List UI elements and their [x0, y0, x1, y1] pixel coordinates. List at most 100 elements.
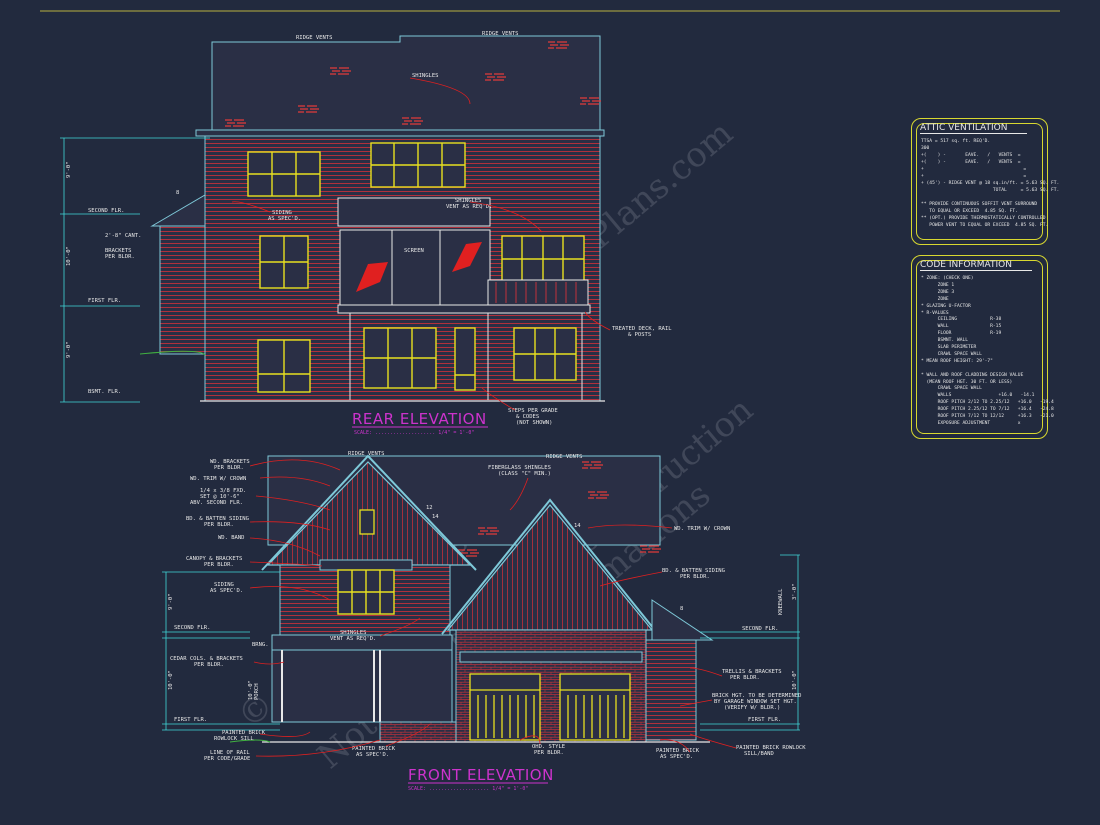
code-line: * WALL AND ROOF CLADDING DESIGN VALUE [921, 372, 1024, 378]
front-painted-brick-label: PAINTED BRICK [222, 730, 266, 736]
front-elevation-title: FRONT ELEVATION [408, 766, 554, 784]
code-line: WALLS +16.0 -14.1 [921, 393, 1035, 399]
svg-text:VENT AS REQ'D.: VENT AS REQ'D. [330, 636, 376, 642]
rear-elevation-scale: SCALE: .................... 1/4" = 1'-0" [354, 430, 474, 436]
svg-text:PER BLDR.: PER BLDR. [214, 465, 244, 471]
code-line: ROOF PITCH 2.25/12 TO 7/12 +16.4 -24.8 [921, 407, 1054, 413]
front-pitch-b: 14 [432, 514, 439, 520]
rear-screen-porch [339, 229, 491, 306]
code-line: CRAWL SPACE WALL [921, 351, 982, 357]
rear-bsmt-flr-label: BSMT. FLR. [88, 389, 121, 395]
front-fxd-label: 1/4 x 3/8 FXD. [200, 488, 246, 494]
code-line: ROOF PITCH 2/12 TO 2.25/12 +16.0 -19.4 [921, 400, 1054, 406]
rear-elevation-title: REAR ELEVATION [352, 410, 487, 428]
rear-deck-rail [487, 279, 589, 306]
rear-brackets-label: BRACKETS [105, 248, 132, 254]
front-brng-label: BRNG. [252, 642, 269, 648]
rear-elevation: 9'-0" 10'-0" 9'-0" SECOND FLR. FIRST FLR… [60, 31, 672, 436]
code-line: CRAWL SPACE WALL [921, 386, 982, 392]
svg-text:& CODES: & CODES [516, 414, 539, 420]
rear-ridge-vents-label: RIDGE VENTS [296, 35, 332, 41]
svg-text:PER BLDR.: PER BLDR. [204, 522, 234, 528]
front-ohd-label: OHD. STYLE [532, 744, 565, 750]
svg-text:SILL/BAND: SILL/BAND [744, 751, 774, 757]
front-line-rail-label: LINE OF RAIL [210, 750, 250, 756]
attic-ventilation-title: ATTIC VENTILATION [920, 123, 1028, 134]
front-pitch-c: 8 [680, 606, 683, 612]
attic-line: TOTAL = 5.63 SQ. FT. [921, 188, 1060, 193]
code-line: CEILING R-38 [921, 317, 1002, 323]
svg-text:AS SPEC'D.: AS SPEC'D. [210, 588, 243, 594]
front-second-flr-label: SECOND FLR. [174, 625, 210, 631]
code-line: (MEAN ROOF HGT. 30 FT. OR LESS) [921, 379, 1013, 385]
rear-screen-hatch-right [452, 242, 482, 272]
front-first-flr-label: FIRST FLR. [174, 717, 207, 723]
attic-line: + (45') - RIDGE VENT @ 18 sq.in/ft. = 5.… [921, 181, 1060, 186]
front-dim-porch: 10'-0" [248, 680, 254, 700]
front-ridge-vents-label-2: RIDGE VENTS [546, 454, 582, 460]
rear-ridge-vents-label-2: RIDGE VENTS [482, 31, 518, 37]
attic-ventilation-box: ATTIC VENTILATION TTSA = 517 sq. ft. REQ… [911, 118, 1059, 245]
rear-shingles-label: SHINGLES [412, 73, 439, 79]
rear-deck-label: TREATED DECK, RAIL [612, 326, 672, 332]
code-information-title: CODE INFORMATION [920, 260, 1032, 271]
code-line: WALL R-15 [921, 324, 1002, 330]
code-line: FLOOR R-19 [921, 331, 1002, 337]
attic-line: TO EQUAL OR EXCEED 4.85 SQ. FT. [921, 209, 1018, 214]
rear-fascia [195, 129, 605, 137]
front-wd-band-label: WD. BAND [218, 535, 245, 541]
svg-text:(CLASS "C" MIN.): (CLASS "C" MIN.) [498, 471, 551, 477]
code-information-box: CODE INFORMATION * ZONE: (CHECK ONE) ZON… [911, 255, 1054, 439]
front-shingles-label: SHINGLES [340, 630, 367, 636]
front-wd-trim-label: WD. TRIM W/ CROWN [190, 476, 246, 482]
rear-windows [247, 142, 585, 393]
svg-text:SET @ 10'-6": SET @ 10'-6" [200, 494, 240, 500]
front-fiberglass-label: FIBERGLASS SHINGLES [488, 465, 551, 471]
svg-text:PER BLDR.: PER BLDR. [730, 675, 760, 681]
svg-text:14: 14 [574, 523, 581, 529]
rear-steps-label: STEPS PER GRADE [508, 408, 558, 414]
svg-text:AS SPEC'D.: AS SPEC'D. [356, 752, 389, 758]
front-brick-hgt-label: BRICK HGT. TO BE DETERMINED [712, 693, 801, 699]
svg-text:(NOT SHOWN): (NOT SHOWN) [516, 420, 552, 426]
front-dim-2: 10'-0" [168, 670, 174, 690]
rear-porch-roof [337, 197, 491, 227]
front-bb-siding-r-label: BD. & BATTEN SIDING [662, 568, 725, 574]
front-dim-1: 9'-0" [168, 593, 174, 610]
code-line: BSMNT. WALL [921, 338, 969, 344]
svg-text:PER BLDR.: PER BLDR. [680, 574, 710, 580]
rear-screen-hatch-left [356, 262, 388, 292]
svg-text:ABV. SECOND FLR.: ABV. SECOND FLR. [190, 500, 243, 506]
code-line: ZONE 3 [921, 289, 955, 295]
attic-line: + = [921, 167, 1027, 172]
svg-text:VENT AS REQ'D.: VENT AS REQ'D. [446, 204, 492, 210]
front-canopy-label: CANOPY & BRACKETS [186, 556, 242, 562]
code-line: * R-VALUES [921, 310, 949, 316]
attic-line: +( ) - EAVE. / VENTS = [921, 153, 1021, 158]
front-dim-r2: 10'-0" [792, 670, 798, 690]
rear-pitch: 8 [176, 190, 179, 196]
attic-line: ** PROVIDE CONTINUOUS SOFFIT VENT SURROU… [921, 202, 1038, 207]
front-wd-brackets-label: WD. BRACKETS [210, 459, 250, 465]
svg-text:AS SPEC'D.: AS SPEC'D. [660, 754, 693, 760]
svg-text:PER BLDR.: PER BLDR. [204, 562, 234, 568]
front-elevation: 9'-0" 10'-0" 10'-0" PORCH 3'-0" 10'-0" K… [162, 451, 806, 792]
front-dim-r1: 3'-0" [792, 583, 798, 600]
front-rowlock-label: PAINTED BRICK ROWLOCK [736, 745, 806, 751]
front-second-flr-r-label: SECOND FLR. [742, 626, 778, 632]
front-pitch-a: 12 [426, 505, 433, 511]
code-line: * ZONE: (CHECK ONE) [921, 276, 974, 281]
front-wd-trim-r-label: WD. TRIM W/ CROWN [674, 526, 730, 532]
svg-text:(VERIFY W/ BLDR.): (VERIFY W/ BLDR.) [724, 705, 780, 711]
attic-line: +( ) - EAVE. / VENTS = [921, 160, 1021, 165]
code-line: ZONE 1 [921, 282, 955, 288]
svg-text:ROWLOCK SILL: ROWLOCK SILL [214, 736, 254, 742]
svg-text:& POSTS: & POSTS [628, 332, 651, 338]
front-painted-brick-c-label: PAINTED BRICK [352, 746, 396, 752]
attic-line: TTSA = 517 sq. ft. REQ'D. [921, 139, 991, 144]
front-garage-doors [469, 673, 631, 741]
rear-first-flr-label: FIRST FLR. [88, 298, 121, 304]
svg-text:PER BLDR.: PER BLDR. [534, 750, 564, 756]
code-line: ROOF PITCH 7/12 TO 12/12 +16.3 -21.0 [921, 414, 1054, 419]
